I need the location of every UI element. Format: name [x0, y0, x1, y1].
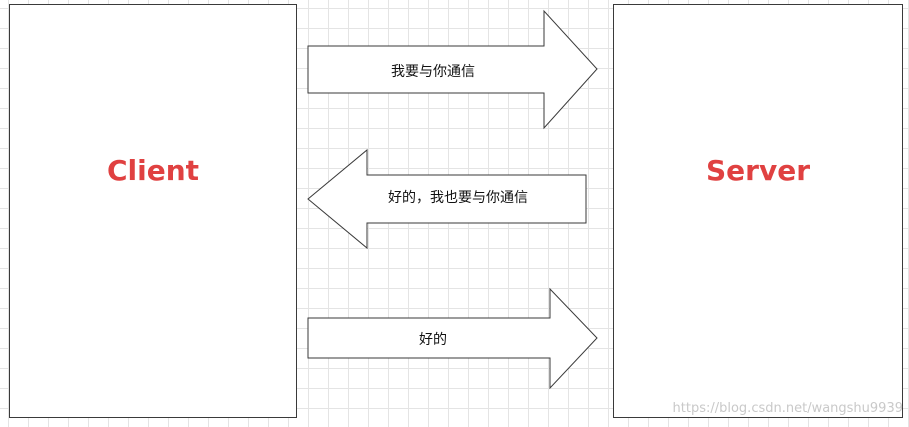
message-label-1: 我要与你通信	[391, 64, 475, 80]
client-box: Client	[9, 4, 297, 418]
arrow-server-to-client	[307, 148, 587, 250]
message-label-2: 好的，我也要与你通信	[388, 190, 528, 206]
arrow-client-to-server-1	[307, 9, 598, 130]
watermark: https://blog.csdn.net/wangshu9939	[672, 401, 903, 416]
message-label-3: 好的	[419, 332, 447, 348]
server-box: Server	[613, 4, 903, 418]
client-label: Client	[106, 154, 200, 187]
server-label: Server	[705, 154, 810, 187]
arrow-client-to-server-2	[307, 287, 598, 390]
